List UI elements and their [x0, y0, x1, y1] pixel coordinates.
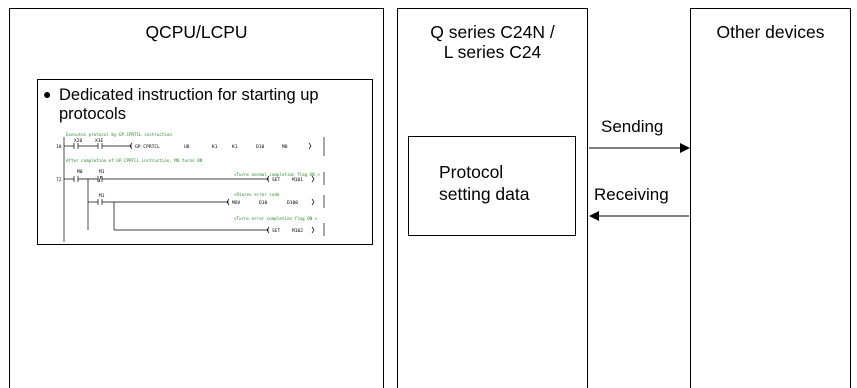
svg-text:D10: D10 — [256, 144, 265, 150]
step-72-label: 72 — [56, 177, 62, 183]
svg-text:M0: M0 — [282, 144, 288, 150]
instruction-text-line2: protocols — [59, 105, 126, 123]
contact-m1-label-b: M1 — [99, 193, 105, 199]
contact-x1e-label: X1E — [95, 138, 104, 144]
c24-title-line1: Q series C24N / — [430, 22, 555, 42]
set-instruction-1: SET — [272, 177, 281, 183]
svg-text:D100: D100 — [287, 200, 298, 206]
receiving-label: Receiving — [594, 185, 669, 205]
contact-x20-label: X20 — [74, 138, 83, 144]
step-10-label: 10 — [56, 144, 62, 150]
set-instruction-2: SET — [272, 228, 281, 234]
gp-cprtcl-instruction: GP.CPRTCL — [135, 144, 160, 150]
svg-text:M102: M102 — [292, 228, 303, 234]
qcpu-lcpu-title: QCPU/LCPU — [145, 22, 248, 42]
ladder-comment-1: Executes protocol by GP.CPRTCL instructi… — [66, 132, 172, 137]
svg-text:K1: K1 — [232, 144, 238, 150]
protocol-line2: setting data — [439, 184, 530, 204]
c24-module-title: Q series C24N / L series C24 — [398, 22, 587, 62]
dedicated-instruction-box: ● Dedicated instruction for starting up p… — [37, 79, 373, 245]
protocol-line1: Protocol — [439, 162, 504, 182]
protocol-setting-data-text: Protocol setting data — [439, 161, 529, 205]
svg-text:K1: K1 — [212, 144, 218, 150]
ladder-program-diagram: Executes protocol by GP.CPRTCL instructi… — [56, 132, 325, 242]
ladder-comment-5: <Turns error completion flag ON > — [234, 216, 318, 221]
svg-text:M101: M101 — [292, 177, 303, 183]
mov-instruction: MOV — [232, 200, 241, 206]
svg-text:D10: D10 — [259, 200, 268, 206]
instruction-text-line1: Dedicated instruction for starting up — [59, 86, 319, 104]
other-devices-title: Other devices — [716, 22, 825, 42]
contact-m0-label: M0 — [77, 169, 83, 175]
bullet-icon: ● — [43, 86, 52, 102]
qcpu-lcpu-panel: QCPU/LCPU ● Dedicated instruction for sta… — [9, 8, 384, 388]
dedicated-instruction-text: ● Dedicated instruction for starting up p… — [43, 85, 363, 124]
contact-m1-label-a: M1 — [99, 169, 105, 175]
svg-text:U0: U0 — [184, 144, 190, 150]
sending-label: Sending — [601, 117, 664, 137]
ladder-comment-4: <Stores error code — [234, 192, 280, 197]
ladder-comment-2: After completion of GP.CPRTCL instructio… — [66, 158, 203, 163]
other-devices-panel: Other devices — [690, 8, 851, 388]
ladder-comment-3: <Turns normal completion flag ON > — [234, 172, 320, 177]
c24-title-line2: L series C24 — [443, 42, 542, 62]
protocol-setting-data-box: Protocol setting data — [408, 136, 576, 236]
